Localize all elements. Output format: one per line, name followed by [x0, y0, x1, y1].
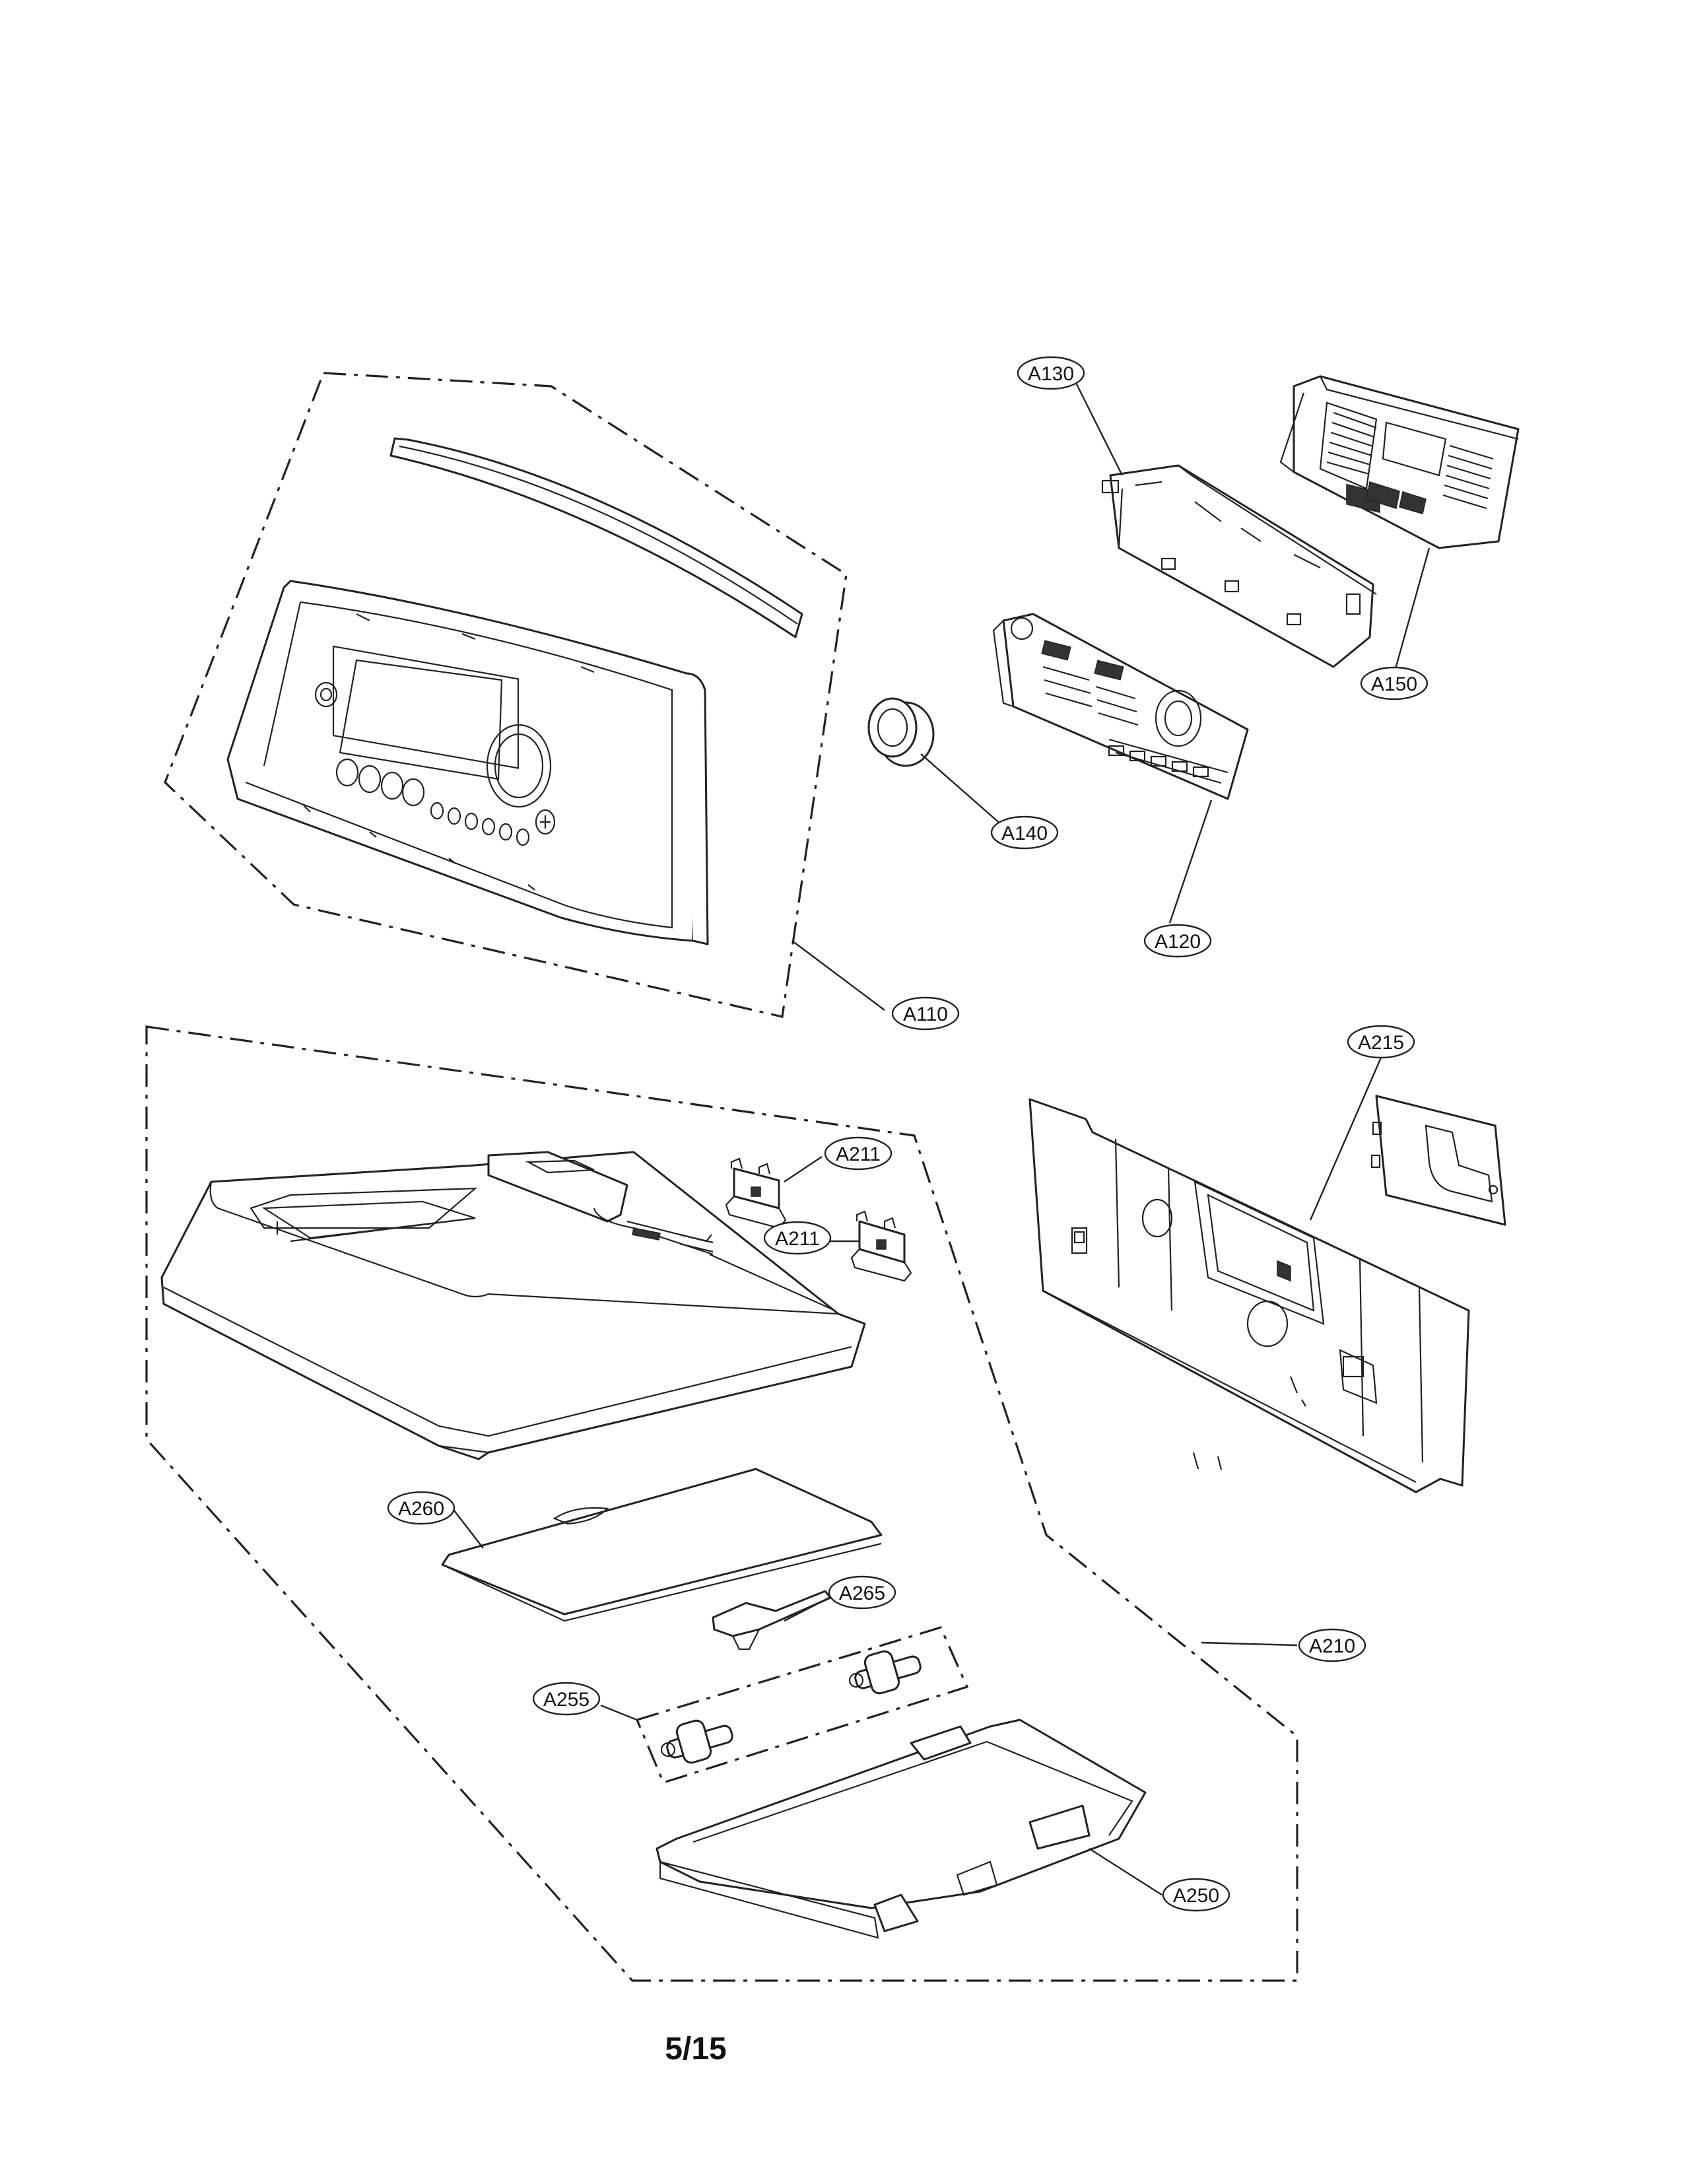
svg-text:A211: A211 — [775, 1228, 820, 1250]
svg-text:A110: A110 — [903, 1004, 948, 1025]
hinge-pin-right — [848, 1650, 922, 1695]
svg-text:A120: A120 — [1155, 931, 1201, 953]
control-knob — [867, 697, 935, 767]
display-pcb — [992, 613, 1249, 800]
lid-window — [441, 1468, 883, 1622]
svg-text:A130: A130 — [1028, 363, 1074, 385]
callout-a120: A120 — [1143, 924, 1212, 958]
leader-a210 — [1201, 1641, 1298, 1647]
leader-a110 — [791, 940, 885, 1011]
svg-text:A255: A255 — [543, 1689, 589, 1711]
callout-a250: A250 — [1162, 1878, 1230, 1912]
hinge-bracket-lower — [850, 1210, 912, 1282]
leader-a211-top — [784, 1156, 823, 1182]
leader-a120 — [1168, 800, 1213, 924]
panel-trim-strip — [389, 437, 803, 638]
svg-text:A215: A215 — [1358, 1032, 1404, 1054]
control-panel-group-outline — [164, 372, 848, 1018]
lid-handle — [712, 1590, 832, 1651]
case-vent-grille-right — [1442, 444, 1494, 510]
lid-frame — [656, 1719, 1147, 1939]
callout-a110: A110 — [891, 996, 960, 1031]
control-case — [1279, 375, 1520, 549]
svg-text:A260: A260 — [398, 1498, 444, 1520]
callout-a255: A255 — [532, 1682, 601, 1716]
svg-text:A150: A150 — [1371, 673, 1417, 695]
leader-a265 — [784, 1596, 830, 1622]
callout-a265: A265 — [828, 1575, 896, 1610]
case-vent-grille-left — [1326, 411, 1377, 475]
callout-a211-top: A211 — [824, 1136, 892, 1171]
control-panel-housing — [226, 580, 709, 945]
svg-text:A140: A140 — [1001, 823, 1048, 844]
leader-a250 — [1089, 1847, 1162, 1896]
leader-a260 — [454, 1510, 484, 1549]
callout-a150: A150 — [1360, 666, 1429, 700]
callout-a211-bottom: A211 — [763, 1221, 832, 1255]
leader-a130 — [1075, 382, 1124, 476]
leader-a150 — [1393, 547, 1430, 674]
top-plate-group-outline — [145, 1025, 1298, 1982]
callout-a210: A210 — [1298, 1628, 1366, 1662]
svg-text:A210: A210 — [1309, 1635, 1355, 1657]
top-plate-cover — [160, 1151, 866, 1460]
callout-a215: A215 — [1347, 1025, 1415, 1059]
page-number: 5/15 — [665, 2031, 727, 2066]
hinge-bracket-upper — [725, 1157, 787, 1229]
leader-a255 — [600, 1704, 638, 1721]
svg-text:A265: A265 — [839, 1583, 885, 1604]
svg-text:A211: A211 — [836, 1143, 881, 1165]
pcb-assembly-rear — [1101, 464, 1377, 668]
callout-a140: A140 — [990, 815, 1059, 850]
rear-panel — [1028, 1098, 1470, 1493]
callout-a130: A130 — [1017, 356, 1085, 390]
rear-cover-plate — [1370, 1095, 1506, 1226]
leader-a215 — [1309, 1057, 1382, 1221]
hinge-pin-subgroup-outline — [635, 1626, 969, 1784]
hinge-pin-left — [660, 1719, 733, 1764]
leader-a140 — [920, 753, 1003, 826]
svg-text:A250: A250 — [1173, 1885, 1219, 1907]
callout-a260: A260 — [387, 1491, 455, 1525]
